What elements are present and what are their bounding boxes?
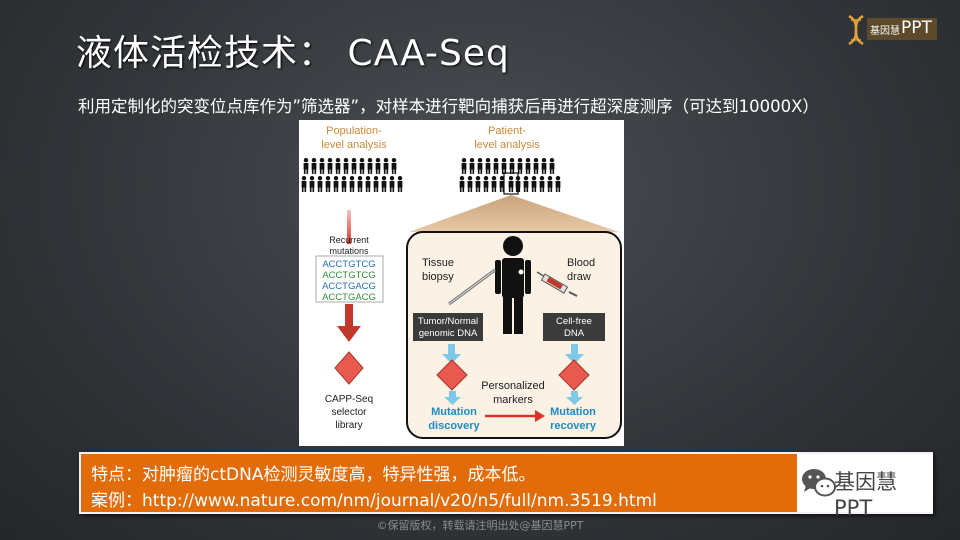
blue-arrow-left: [442, 344, 461, 364]
logo-ppt-text: PPT: [901, 18, 932, 38]
patient-label-line2: level analysis: [474, 139, 540, 151]
personalized-label-line2: markers: [493, 394, 533, 406]
patient-crowd: [459, 158, 561, 195]
blood-label-line1: Blood: [567, 257, 595, 269]
info-box: 特点：对肿瘤的ctDNA检测灵敏度高，特异性强，成本低。 案例：http://w…: [79, 452, 933, 520]
discovery-diamond: [436, 359, 468, 391]
sequence-lines: ACCTGTCG ACCTGTCG ACCTGACG ACCTGACG: [322, 259, 376, 303]
slide-title: 液体活检技术： CAA-Seq: [76, 33, 510, 74]
copyright-footer: ©保留版权，转载请注明出处@基因慧PPT: [376, 519, 584, 532]
brand-logo: 基因慧 PPT: [845, 14, 939, 46]
recovery-label-line1: Mutation: [550, 406, 596, 418]
capp-label-line3: library: [335, 420, 362, 431]
blue-arrow-right-2: [566, 391, 583, 405]
blue-arrow-left-2: [444, 391, 461, 405]
logo-box: [867, 18, 937, 40]
capp-label-line1: CAPP-Seq: [325, 394, 373, 405]
sequence-box: [315, 255, 384, 303]
patient-panel: [406, 231, 622, 439]
recovery-label-line2: recovery: [550, 420, 597, 432]
population-label-line1: Population-: [326, 125, 382, 137]
population-label-line2: level analysis: [321, 139, 387, 151]
dna-helix-icon: [848, 14, 864, 46]
selector-arrow-shaft: [347, 210, 351, 244]
discovery-label-line1: Mutation: [431, 406, 477, 418]
case-link[interactable]: 案例：http://www.nature.com/nm/journal/v20/…: [91, 491, 657, 511]
blood-label-line2: draw: [567, 271, 591, 283]
tumor-label-line1: Tumor/Normal: [418, 316, 478, 327]
red-arrow-head: [337, 326, 361, 342]
marker-arrow-head: [535, 410, 545, 422]
selector-diamond: [334, 351, 364, 385]
feature-text: 特点：对肿瘤的ctDNA检测灵敏度高，特异性强，成本低。: [91, 465, 536, 485]
capp-label-line2: selector: [331, 407, 367, 418]
sequence-4: ACCTGACG: [322, 292, 376, 303]
tumor-normal-box: [413, 313, 483, 341]
cellfree-label-line1: Cell-free: [556, 316, 592, 327]
cellfree-label-line2: DNA: [564, 328, 585, 339]
capp-seq-figure: Population- level analysis Patient- leve…: [299, 120, 624, 446]
logo-small-text: 基因慧: [870, 26, 900, 37]
personalized-label-line1: Personalized: [481, 380, 545, 392]
sequence-1: ACCTGTCG: [322, 259, 375, 270]
recovery-diamond: [558, 359, 590, 391]
tissue-label-line2: biopsy: [422, 271, 454, 283]
wechat-icon: [802, 469, 836, 497]
red-arrow-shaft: [345, 304, 353, 326]
zoom-triangle: [409, 195, 619, 232]
tissue-label-line1: Tissue: [422, 257, 454, 269]
blue-arrow-right: [565, 344, 584, 364]
capp-seq-diagram: Population- level analysis Patient- leve…: [301, 125, 622, 439]
syringe-icon: [536, 271, 578, 297]
patient-label-line1: Patient-: [488, 125, 526, 137]
patient-figure: [495, 236, 531, 334]
slide-subtitle: 利用定制化的突变位点库作为”筛选器”，对样本进行靶向捕获后再进行超深度测序（可达…: [78, 97, 819, 116]
population-crowd: [301, 158, 403, 192]
discovery-label-line2: discovery: [428, 420, 480, 432]
recurrent-label-line2: mutations: [329, 246, 369, 256]
wechat-badge: 基因慧PPT: [797, 454, 933, 520]
tumor-label-line2: genomic DNA: [419, 328, 478, 339]
sequence-3: ACCTGACG: [322, 281, 376, 292]
cell-free-box: [543, 313, 605, 341]
recurrent-label-line1: Recurrent: [329, 235, 369, 245]
wechat-text: 基因慧PPT: [834, 470, 897, 520]
sequence-2: ACCTGTCG: [322, 270, 375, 281]
